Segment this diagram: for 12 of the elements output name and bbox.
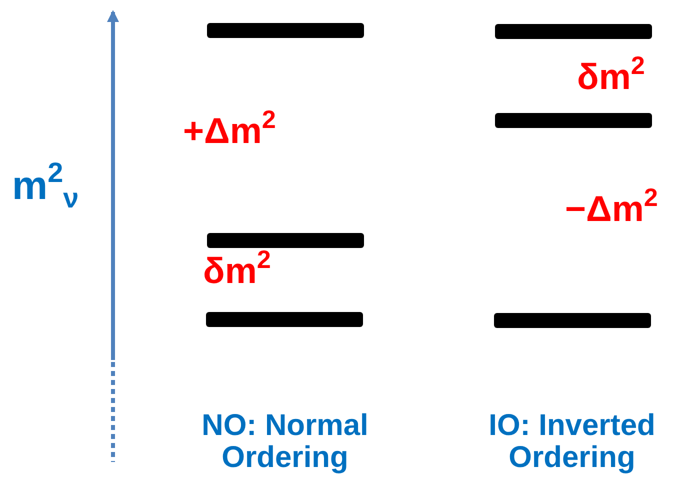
level-bar: [206, 312, 363, 327]
mass-splitting-label: δm$^{2}$: [203, 252, 271, 290]
level-bar: [207, 23, 364, 38]
level-bar: [494, 313, 651, 328]
mass-splitting-label: +Δm$^{2}$: [183, 112, 276, 150]
level-bar: [495, 24, 652, 39]
mass-splitting-label: −Δm$^{2}$: [565, 190, 658, 228]
mass-splitting-label: δm$^{2}$: [577, 58, 645, 96]
ordering-label: NO: Normal Ordering: [200, 410, 370, 473]
level-bar: [207, 233, 364, 248]
ordering-label: IO: Inverted Ordering: [488, 410, 656, 473]
level-bar: [495, 113, 652, 128]
